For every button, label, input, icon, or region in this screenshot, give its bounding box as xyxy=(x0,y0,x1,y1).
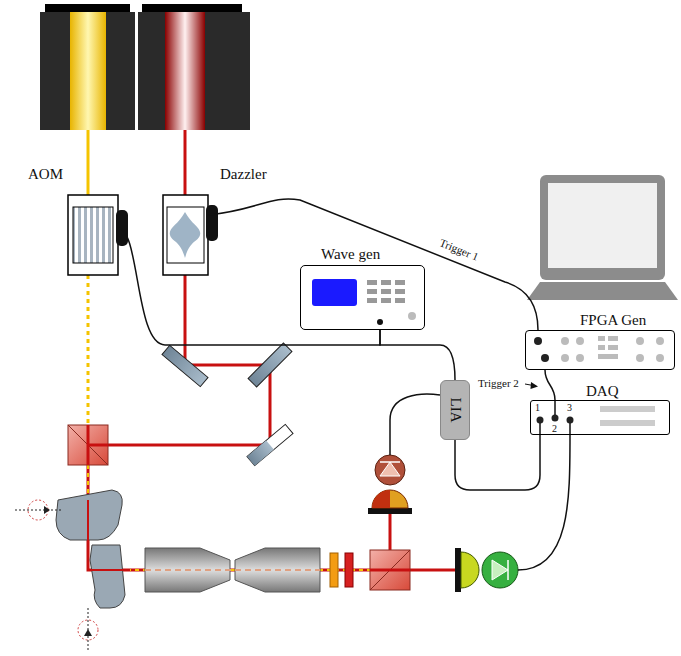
pin-number: 3 xyxy=(567,403,572,413)
fpga-generator: FPGA Gen xyxy=(525,330,675,370)
edge-label: Trigger 1 xyxy=(438,237,480,263)
cable xyxy=(545,370,555,400)
cable xyxy=(118,228,380,345)
device-heading: AOM xyxy=(28,167,63,182)
pin-number: 1 xyxy=(535,403,540,413)
pin-number: 2 xyxy=(552,424,557,434)
device-heading: Dazzler xyxy=(220,167,267,182)
cable xyxy=(208,199,538,330)
daq-box: DAQ xyxy=(530,400,670,435)
aom-device: AOM xyxy=(68,195,118,275)
device-label: LIA xyxy=(448,398,463,423)
wave-generator: Wave gen xyxy=(300,265,425,330)
trigger-label: Trigger 2 xyxy=(478,378,519,389)
cable xyxy=(455,435,540,490)
cable xyxy=(380,330,455,380)
dazzler-device: Dazzler xyxy=(163,195,208,275)
device-heading: FPGA Gen xyxy=(580,313,646,328)
device-heading: DAQ xyxy=(586,384,619,399)
device-heading: Wave gen xyxy=(321,247,380,262)
lock-in-amplifier: LIA xyxy=(440,380,470,440)
